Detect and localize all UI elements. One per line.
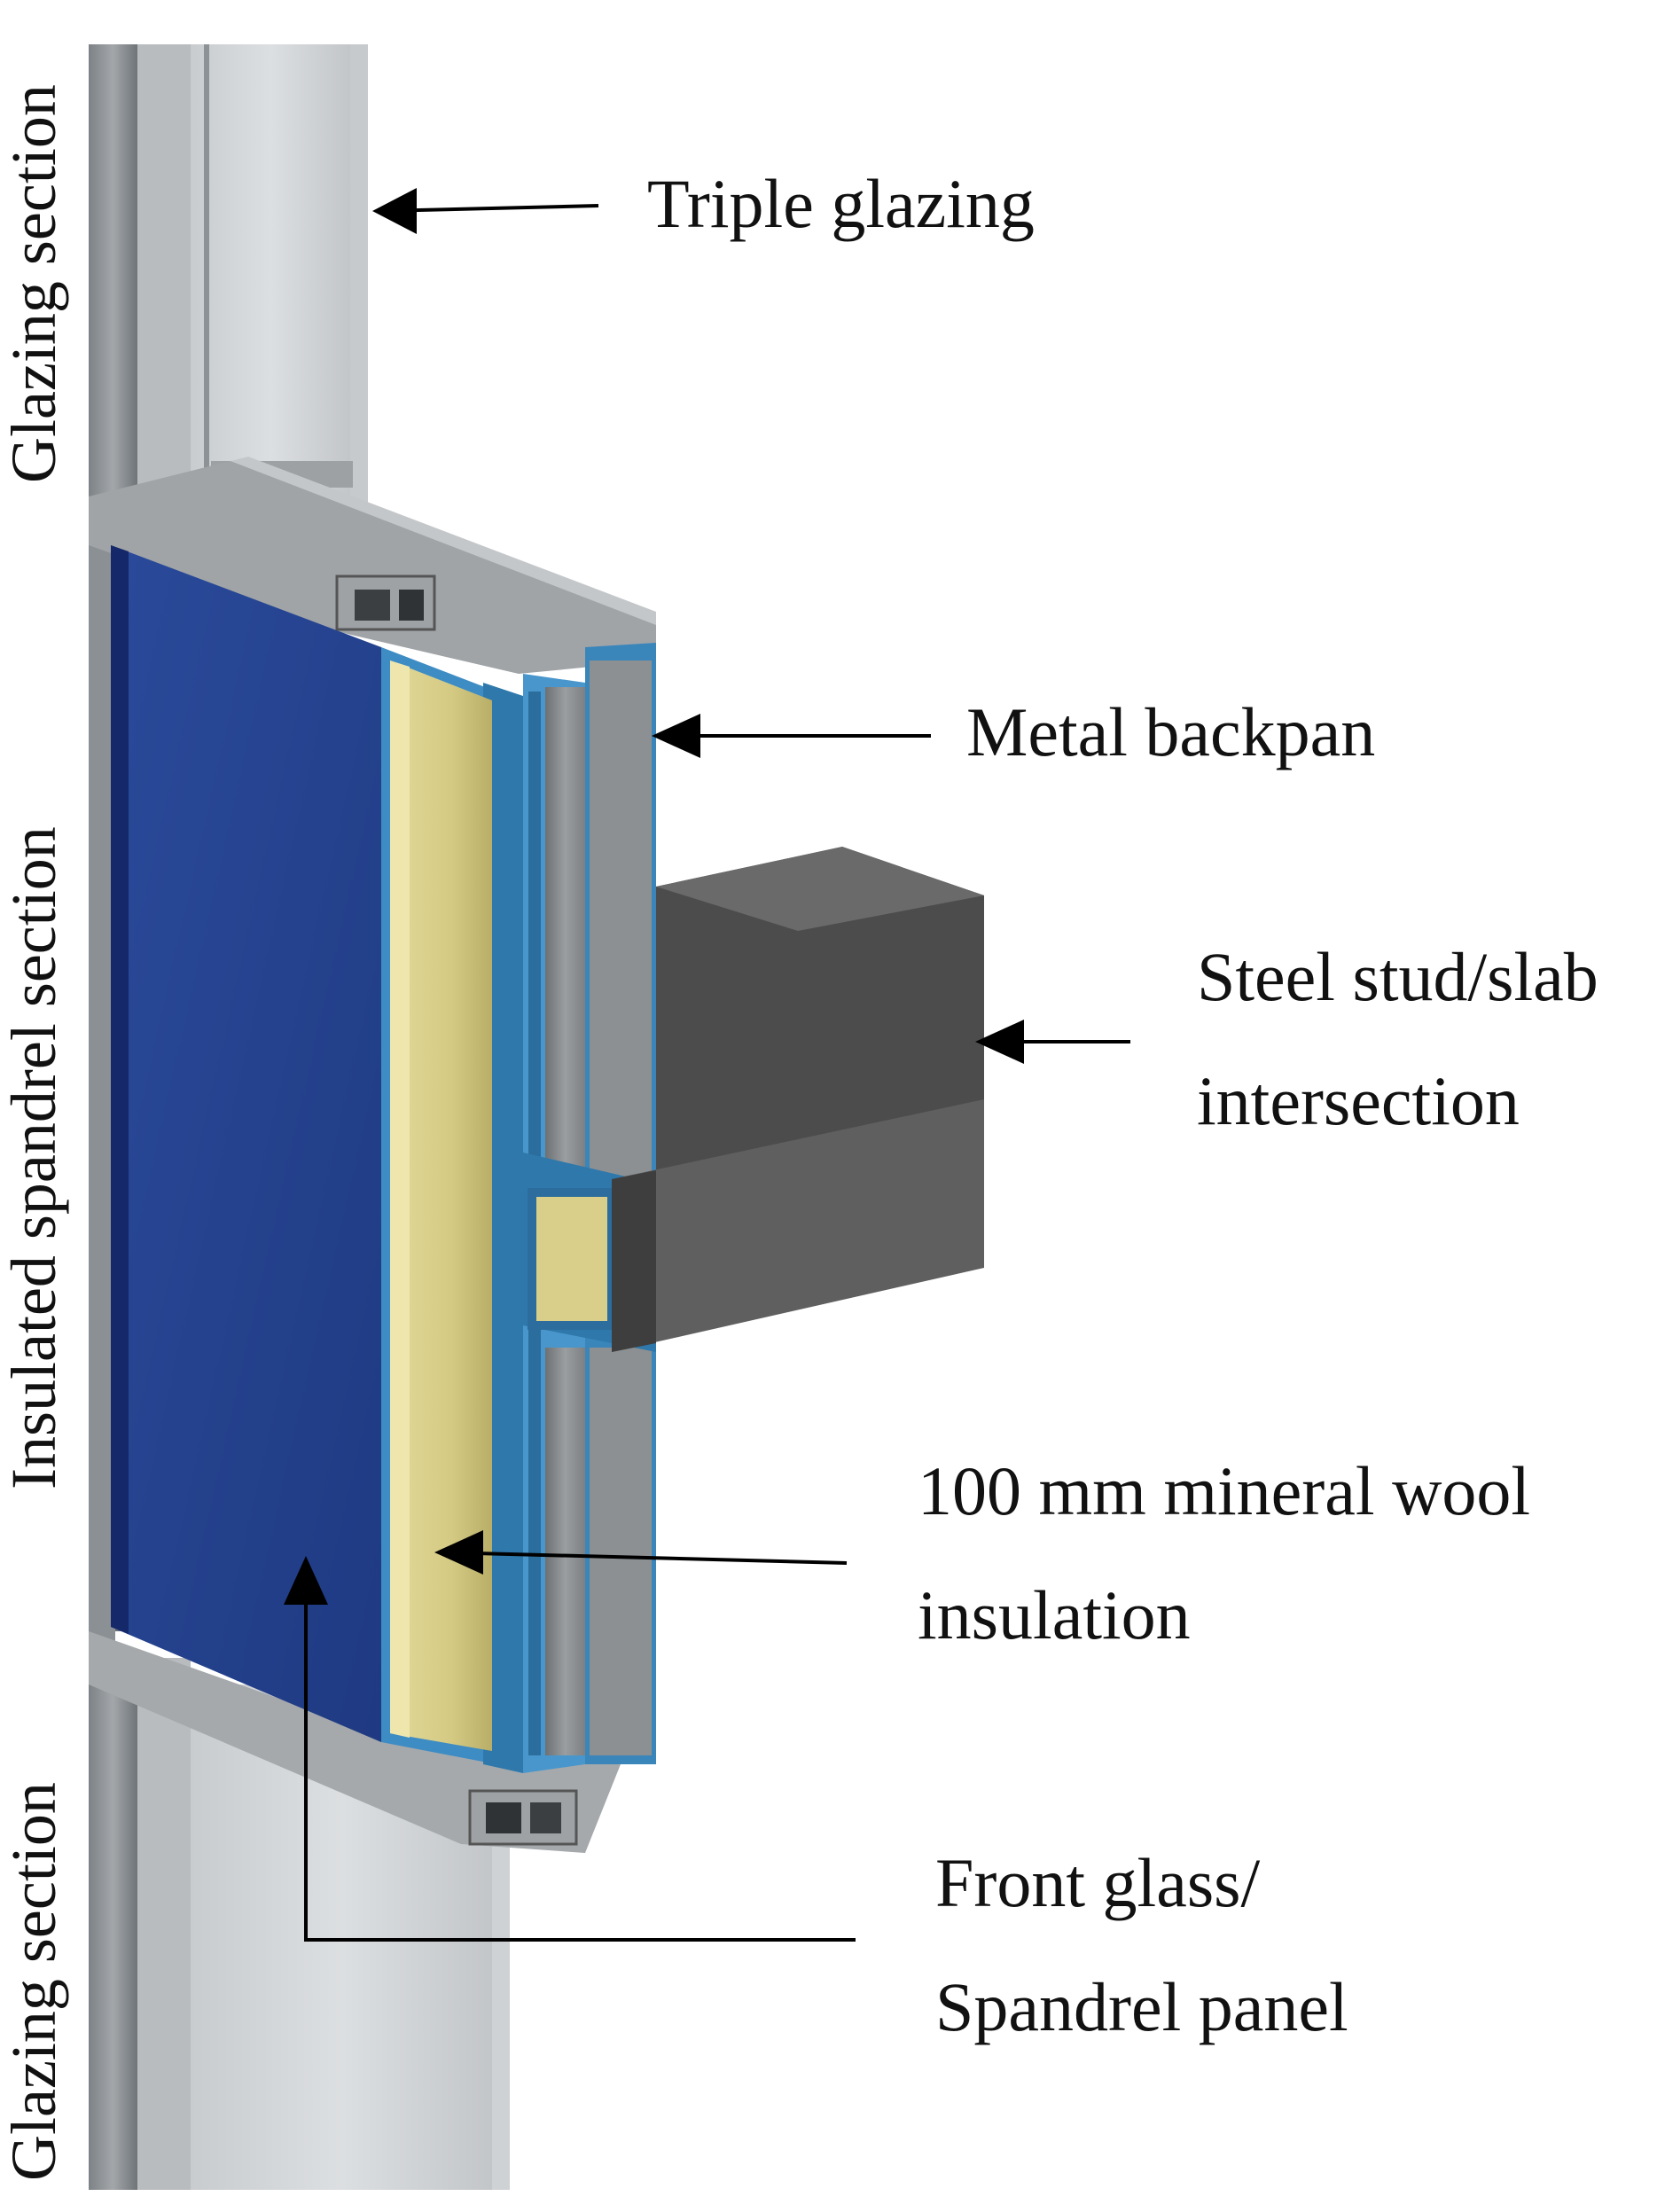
steel-stud-slab: [612, 847, 984, 1352]
callout-front-glass-line2: Spandrel panel: [935, 1968, 1348, 2045]
arrow-heads: [284, 188, 1024, 1605]
mineral-wool-insulation: [390, 660, 492, 1751]
top-glazing-unit: [89, 44, 368, 505]
front-glass-spandrel-panel: [111, 545, 381, 1742]
metal-backpan: [545, 660, 652, 1755]
callout-triple-glazing: Triple glazing: [647, 165, 1035, 242]
callout-arrows: [301, 204, 1130, 1942]
label-glazing-top: Glazing section: [0, 84, 69, 483]
arrow-front-glass: [301, 1576, 856, 1942]
callout-steel-stud-line1: Steel stud/slab: [1197, 938, 1598, 1015]
panel-edge: [111, 545, 129, 1634]
label-spandrel-section: Insulated spandrel section: [0, 826, 69, 1489]
callout-mineral-wool-line2: insulation: [918, 1576, 1191, 1653]
callout-metal-backpan: Metal backpan: [966, 693, 1375, 770]
side-labels: Glazing section Insulated spandrel secti…: [0, 84, 69, 2181]
arrow-triple-glazing: [379, 204, 599, 215]
label-glazing-bottom: Glazing section: [0, 1782, 69, 2181]
arrow-mineral-wool: [442, 1548, 848, 1565]
insulation-highlight: [390, 660, 410, 1738]
callout-mineral-wool-line1: 100 mm mineral wool: [918, 1452, 1530, 1529]
callout-front-glass-line1: Front glass/: [935, 1844, 1261, 1921]
callout-labels: Triple glazing Metal backpan Steel stud/…: [647, 165, 1598, 2045]
callout-steel-stud-line2: intersection: [1197, 1062, 1520, 1139]
